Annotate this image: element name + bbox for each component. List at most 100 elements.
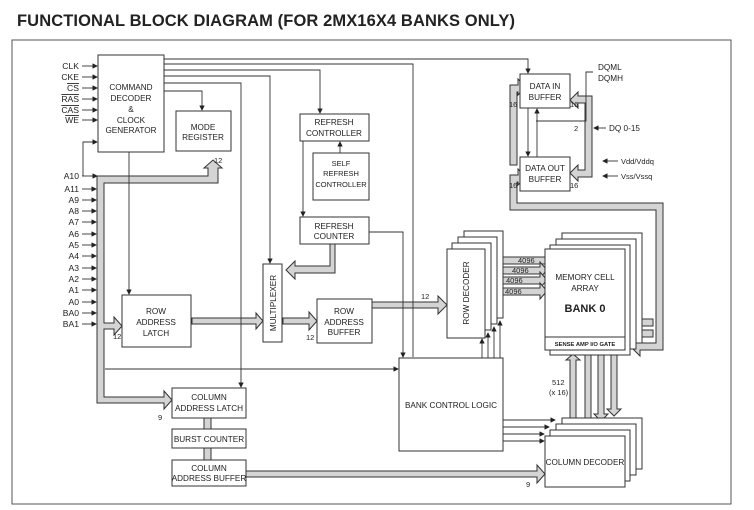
dq-label: DQ 0-15 xyxy=(609,124,640,133)
multiplexer-block xyxy=(262,263,283,343)
diagram-title: FUNCTIONAL BLOCK DIAGRAM (FOR 2MX16X4 BA… xyxy=(17,12,516,30)
mode-register-line-2: REGISTER xyxy=(182,133,224,142)
row-buffer-line-3: BUFFER xyxy=(328,328,361,337)
col-latch-width: 9 xyxy=(158,413,162,422)
bank-label: BANK 0 xyxy=(565,303,606,315)
pin-we: WE xyxy=(65,115,79,125)
refresh-controller-line-1: REFRESH xyxy=(314,118,353,127)
memory-array-line-2: ARRAY xyxy=(571,284,599,293)
row-buffer-line-1: ROW xyxy=(334,307,354,316)
command-decoder-line-2: DECODER xyxy=(111,94,152,103)
sense-col-bus-4 xyxy=(605,349,623,417)
pin-a4: A4 xyxy=(68,251,79,261)
pin-a9: A9 xyxy=(68,195,79,205)
pin-ras: RAS xyxy=(61,94,79,104)
counter-to-mux-bus xyxy=(285,242,336,281)
column-address-buffer-block xyxy=(171,459,247,487)
data-out-left-width: 16 xyxy=(509,181,517,190)
memory-array-line-1: MEMORY CELL xyxy=(555,273,615,282)
command-decoder-line-5: GENERATOR xyxy=(105,126,156,135)
row-decoder-in-width: 12 xyxy=(421,292,429,301)
row-line-2 xyxy=(496,260,548,280)
vdd-label: Vdd/Vddq xyxy=(621,157,654,166)
dqml-label: DQML xyxy=(598,63,622,72)
sense-col-bus-3 xyxy=(592,349,610,422)
data-out-buffer-block xyxy=(519,156,571,192)
column-decoder-label: COLUMN DECODER xyxy=(546,458,625,467)
refresh-counter-line-2: COUNTER xyxy=(314,232,355,241)
col-latch-line-2: ADDRESS LATCH xyxy=(175,404,243,413)
self-refresh-line-2: REFRESH xyxy=(323,169,359,178)
row-decoder-block xyxy=(446,248,486,339)
data-in-left-width: 16 xyxy=(509,100,517,109)
refresh-controller-block xyxy=(299,113,370,142)
bank-control-logic-block xyxy=(398,357,504,452)
pin-clk: CLK xyxy=(62,61,79,71)
colbuf-to-decoder-bus xyxy=(245,463,546,485)
refresh-counter-block xyxy=(299,216,370,245)
sense-col-width-1: 512 xyxy=(552,378,565,387)
self-refresh-line-1: SELF xyxy=(332,159,351,168)
data-out-loop xyxy=(509,167,664,358)
row-address-latch-block xyxy=(121,294,192,348)
pin-a2: A2 xyxy=(68,274,79,284)
pin-a0: A0 xyxy=(68,297,79,307)
col-decoder-width: 9 xyxy=(526,480,530,489)
column-address-latch-block xyxy=(171,387,247,419)
row-line-label-1: 4096 xyxy=(518,256,535,265)
data-out-line-1: DATA OUT xyxy=(525,164,565,173)
buffer-to-decoder-bus xyxy=(371,294,448,316)
vss-label: Vss/Vssq xyxy=(621,172,652,181)
mode-register-line-1: MODE xyxy=(191,123,216,132)
row-line-label-3: 4096 xyxy=(506,276,523,285)
burst-counter-label: BURST COUNTER xyxy=(174,435,244,444)
pin-a11: A11 xyxy=(64,184,79,194)
row-buffer-in-width: 12 xyxy=(306,333,314,342)
diagram-frame xyxy=(11,39,732,505)
col-latch-line-1: COLUMN xyxy=(191,393,227,402)
data-in-line-2: BUFFER xyxy=(529,93,562,102)
self-refresh-block xyxy=(312,152,370,201)
pin-cke: CKE xyxy=(61,72,79,82)
data-right-loop xyxy=(569,90,593,183)
command-decoder-block xyxy=(97,54,165,153)
pin-a8: A8 xyxy=(68,206,79,216)
mode-register-block xyxy=(175,110,232,152)
data-out-right-width: 16 xyxy=(570,181,578,190)
dqm-width: 2 xyxy=(574,124,578,133)
data-in-loop xyxy=(509,77,527,166)
multiplexer-label: MULTIPLEXER xyxy=(269,275,278,331)
sense-col-width-2: (x 16) xyxy=(549,388,569,397)
latch-to-mux-bus xyxy=(191,311,264,331)
data-in-right-width: 16 xyxy=(570,100,578,109)
data-in-buffer-block xyxy=(519,73,571,109)
memory-cell-array-block xyxy=(544,248,626,338)
command-decoder-line-1: COMMAND xyxy=(109,83,152,92)
sense-amp-label: SENSE AMP I/O GATE xyxy=(555,342,616,348)
pin-a6: A6 xyxy=(68,229,79,239)
refresh-counter-line-1: REFRESH xyxy=(314,222,353,231)
col-buffer-line-2: ADDRESS BUFFER xyxy=(172,474,247,483)
row-address-buffer-block xyxy=(316,298,373,344)
row-latch-line-1: ROW xyxy=(146,307,166,316)
sense-col-bus-2 xyxy=(579,353,597,428)
pin-a3: A3 xyxy=(68,263,79,273)
latch-burst-link xyxy=(203,417,212,430)
pin-a1: A1 xyxy=(68,285,79,295)
pin-a5: A5 xyxy=(68,240,79,250)
mux-to-buffer-bus xyxy=(282,310,318,332)
dqmh-label: DQMH xyxy=(598,74,623,83)
pin-cs: CS xyxy=(67,83,79,93)
mode-reg-width: 12 xyxy=(214,156,222,165)
burst-buffer-link xyxy=(203,447,212,461)
burst-counter-block xyxy=(171,428,247,449)
col-buffer-line-1: COLUMN xyxy=(191,464,227,473)
data-in-line-1: DATA IN xyxy=(530,82,561,91)
command-decoder-line-4: CLOCK xyxy=(117,116,146,125)
pin-cas: CAS xyxy=(61,105,79,115)
pin-ba0: BA0 xyxy=(63,308,79,318)
row-latch-width: 12 xyxy=(113,332,121,341)
sense-amp-block xyxy=(544,336,626,351)
pin-a10: A10 xyxy=(64,171,80,181)
